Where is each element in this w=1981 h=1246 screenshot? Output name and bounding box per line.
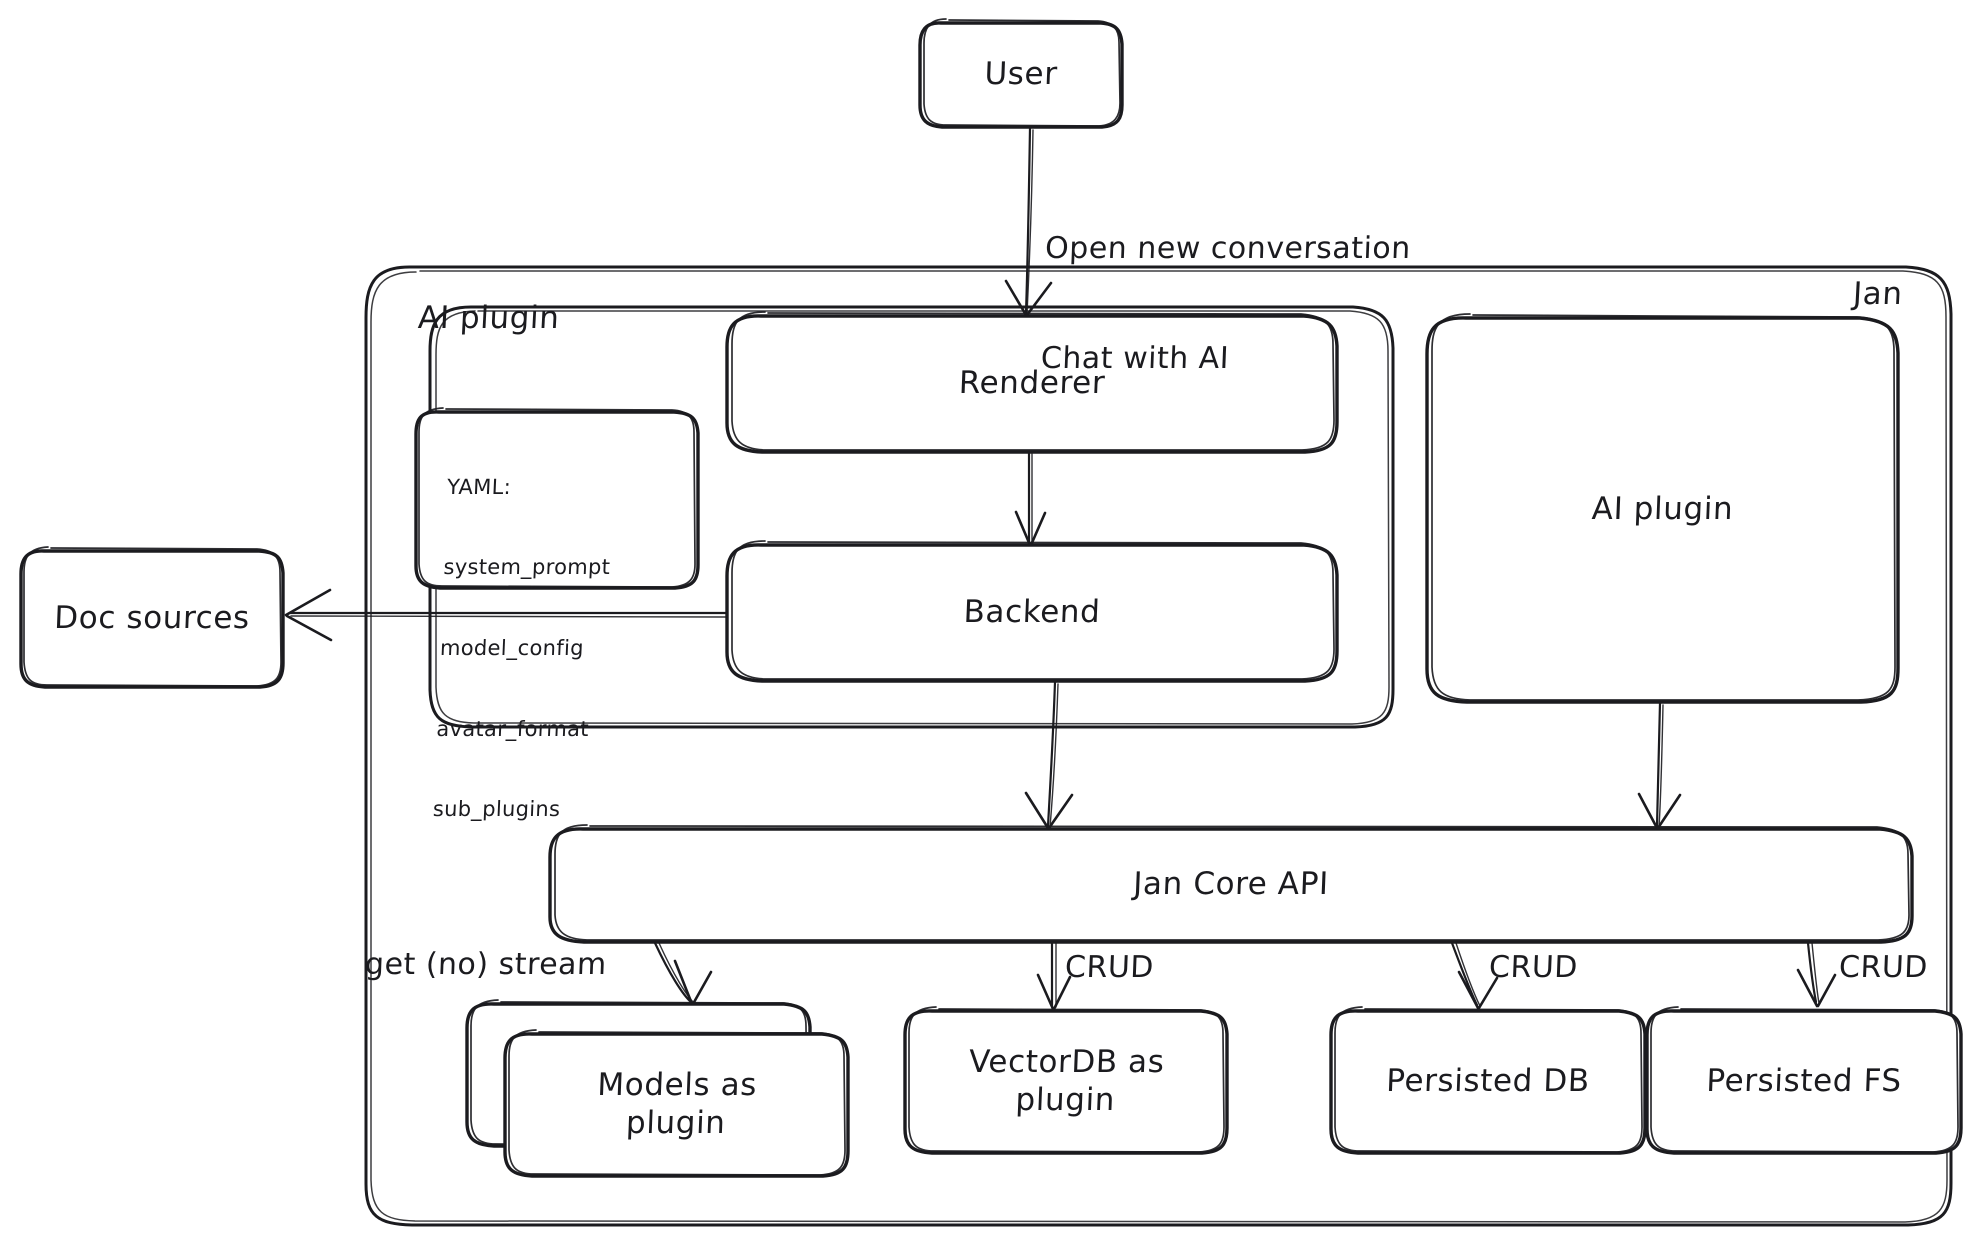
- yaml-heading: YAML:: [446, 474, 512, 499]
- edge-renderer-to-backend: [1014, 451, 1047, 547]
- container-label-ai-plugin-group: AI plugin: [417, 300, 561, 336]
- node-models-shape[interactable]: [465, 999, 850, 1178]
- node-label-backend: Backend: [962, 594, 1102, 631]
- node-label-doc-sources: Doc sources: [53, 600, 251, 637]
- yaml-card-shape[interactable]: [414, 407, 700, 590]
- yaml-key-avatar-format: avatar_format: [435, 716, 590, 741]
- node-user-shape[interactable]: [918, 18, 1124, 129]
- node-persisted-db-shape[interactable]: [1329, 1006, 1647, 1155]
- node-label-persisted-db: Persisted DB: [1385, 1063, 1591, 1100]
- node-persisted-fs-shape[interactable]: [1645, 1006, 1963, 1155]
- container-label-jan: Jan: [1852, 276, 1904, 312]
- edge-label-crud-persisted-fs: CRUD: [1838, 950, 1929, 985]
- edge-backend-to-core-api: [1024, 680, 1074, 830]
- edge-label-line-1: Open new conversation: [1044, 231, 1412, 267]
- node-label-ai-plugin: AI plugin: [1591, 491, 1734, 528]
- edge-user-to-renderer: [1004, 126, 1053, 317]
- yaml-key-model-config: model_config: [439, 636, 585, 660]
- edge-label-user-to-renderer: Open new conversation Chat with AI: [1037, 158, 1414, 451]
- edge-label-get-no-stream: get (no) stream: [364, 947, 608, 982]
- node-label-jan-core-api: Jan Core API: [1132, 866, 1330, 903]
- edge-core-api-to-models: [653, 941, 713, 1006]
- yaml-key-sub-plugins: sub_plugins: [432, 797, 561, 822]
- node-doc-sources-shape[interactable]: [19, 546, 285, 689]
- edge-core-api-to-vectordb: [1036, 941, 1072, 1011]
- edge-core-api-to-persisted-db: [1450, 941, 1499, 1010]
- yaml-card-content: YAML: system_prompt model_config avatar_…: [430, 420, 617, 877]
- node-ai-plugin-shape[interactable]: [1425, 313, 1900, 704]
- node-jan-core-api-shape[interactable]: [548, 824, 1914, 944]
- yaml-key-system-prompt: system_prompt: [443, 555, 611, 580]
- node-label-user: User: [983, 56, 1059, 93]
- node-renderer-shape[interactable]: [725, 311, 1339, 454]
- edge-label-crud-persisted-db: CRUD: [1488, 950, 1579, 985]
- edge-label-line-2: Chat with AI: [1040, 340, 1230, 376]
- edge-label-crud-vectordb: CRUD: [1064, 950, 1155, 985]
- node-label-persisted-fs: Persisted FS: [1705, 1063, 1903, 1100]
- edge-ai-plugin-to-core-api: [1637, 701, 1682, 830]
- node-vectordb-shape[interactable]: [903, 1006, 1229, 1155]
- edge-backend-to-doc-sources: [284, 588, 728, 642]
- edge-core-api-to-persisted-fs: [1796, 941, 1837, 1008]
- node-backend-shape[interactable]: [725, 540, 1339, 683]
